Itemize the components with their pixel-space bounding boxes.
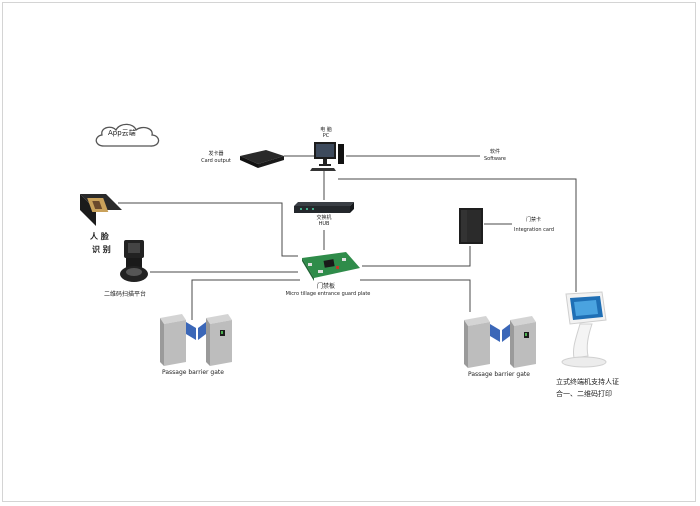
software-label-cn: 软件 [489, 149, 500, 155]
diagram-frame [2, 2, 696, 502]
qr-scanner-icon [120, 240, 148, 282]
hub-label-en: HUB [318, 221, 330, 227]
kiosk-label-1: 立式终端机支持人证 [556, 378, 619, 386]
left-gate-label: Passage barrier gate [162, 369, 224, 376]
face-recognition-label-2: 识 别 [92, 245, 111, 254]
face-recognition-label-1: 人 脸 [90, 232, 109, 241]
wire-pc-kiosk [338, 178, 577, 292]
integration-card-label-cn: 门禁卡 [526, 217, 542, 223]
controller-label-en: Micro tillage entrance guard plate [285, 291, 371, 297]
right-gate-label: Passage barrier gate [468, 371, 530, 378]
left-barrier-gate-icon [160, 314, 232, 366]
card-issuer-label-en: Card output [201, 158, 231, 164]
card-issuer-icon [240, 150, 284, 168]
wire-controller-integration-card [362, 246, 471, 267]
kiosk-terminal-icon [561, 291, 607, 368]
card-issuer-label-cn: 发卡器 [208, 151, 224, 157]
wire-controller-left-gate [191, 279, 300, 320]
face-terminal-icon [80, 194, 122, 226]
kiosk-label-2: 合一、二维码打印 [556, 390, 612, 398]
cloud-label: App云端 [108, 129, 136, 137]
cloud-icon [95, 123, 160, 147]
controller-board-icon [302, 252, 360, 281]
hub-label-cn: 交换机 [316, 215, 332, 221]
pc-icon [310, 142, 344, 171]
card-reader-icon [459, 208, 483, 244]
right-barrier-gate-icon [464, 316, 536, 368]
pc-label-en: PC [322, 133, 330, 139]
hub-icon [294, 202, 354, 213]
wire-controller-right-gate [360, 279, 471, 312]
qr-platform-label: 二维码扫描平台 [104, 291, 147, 298]
software-label-en: Software [483, 156, 507, 162]
controller-label-cn: 门禁板 [316, 283, 335, 290]
pc-label-cn: 电 脑 [320, 127, 332, 133]
wire-face-controller [118, 202, 298, 257]
integration-card-label-en: Integration card [514, 227, 555, 233]
